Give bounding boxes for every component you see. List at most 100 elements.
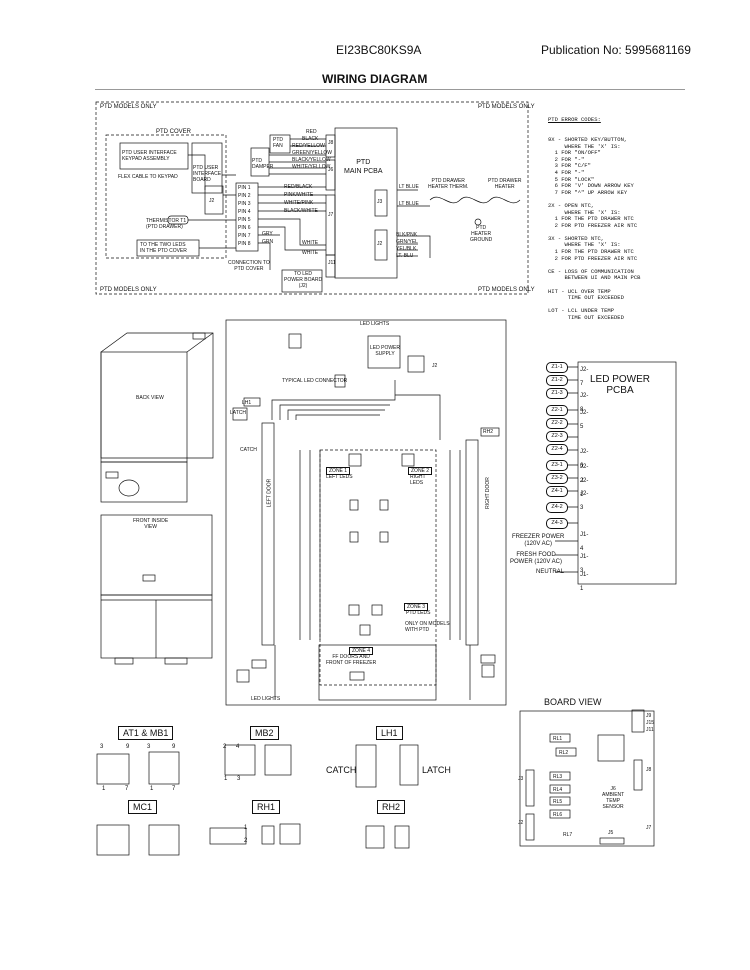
page-title: WIRING DIAGRAM: [322, 72, 428, 86]
ptd-main-pcba-label: PTD MAIN PCBA: [344, 159, 383, 175]
at1-mb1-label: AT1 & MB1: [118, 726, 174, 740]
latch-connector-label: LATCH: [422, 765, 451, 775]
pin-number: 1: [150, 786, 154, 792]
board-view-title: BOARD VIEW: [544, 697, 602, 707]
board-label: J9: [646, 713, 652, 719]
error-code-line: LOT - LCL UNDER TEMP: [548, 307, 615, 315]
typical-connector-label: TYPICAL LED CONNECTOR: [282, 378, 348, 384]
error-code-line: 4 FOR "-": [548, 168, 585, 176]
pin-label: PIN 1: [238, 185, 251, 191]
connector-label: J2: [377, 241, 383, 247]
error-code-line: 5 FOR "LOCK": [548, 175, 595, 183]
pcba-pin: J2-2: [580, 464, 589, 484]
board-label: J15: [646, 720, 655, 726]
connector-label: J11: [328, 260, 336, 266]
wire-color: GRN/YEL: [396, 239, 418, 245]
error-code-line: 3 FOR "C/F": [548, 162, 591, 170]
wire-color: PINK/WHITE: [284, 192, 314, 198]
error-code-line: 7 FOR "^" UP ARROW KEY: [548, 188, 628, 196]
flex-cable-label: FLEX CABLE TO KEYPAD: [118, 174, 178, 180]
wire-color: BLACK/YELLOW: [292, 157, 331, 163]
zone4-label: ZONE 4: [349, 647, 374, 655]
led-lights-bottom-label: LED LIGHTS: [251, 696, 281, 702]
connector-label: J8: [328, 140, 334, 146]
pin-number: 3: [237, 776, 241, 782]
pcba-pin: J1-1: [580, 572, 589, 592]
connector-label: J3: [377, 199, 383, 205]
board-relay: RL4: [553, 787, 563, 793]
connector-label: J6: [328, 167, 334, 173]
pin-number: 4: [236, 744, 240, 750]
mb2-label: MB2: [250, 726, 279, 740]
error-code-line: BETWEEN UI AND MAIN PCB: [548, 274, 641, 282]
j2-label: J2: [432, 363, 438, 369]
wire-color: WHITE: [302, 240, 319, 246]
pcba-pin: J2-1: [580, 478, 589, 498]
pin-number: 3: [100, 744, 104, 750]
pcba-input-oval: Z4-2: [546, 502, 568, 513]
wire-color: GRN: [262, 239, 274, 245]
header-divider: [95, 89, 685, 90]
error-code-line: 1 FOR THE PTD DRAWER NTC: [548, 248, 634, 256]
pcba-input-oval: Z1-2: [546, 375, 568, 386]
fresh-food-power-label: FRESH FOOD POWER (120V AC): [510, 552, 563, 565]
pin-number: 7: [125, 786, 129, 792]
ptd-models-only-bottom-right: PTD MODELS ONLY: [478, 287, 535, 293]
ptd-cover-label: PTD COVER: [156, 129, 192, 135]
error-code-line: 1 FOR "ON/OFF": [548, 149, 601, 157]
drawer-heater-label: PTD DRAWER HEATER: [488, 178, 522, 190]
pcba-input-oval: Z3-1: [546, 460, 568, 471]
pcba-pin: J2-3: [580, 491, 589, 511]
lh1-label: LH1: [242, 400, 252, 406]
heater-ground-label: PTD HEATER GROUND: [470, 225, 493, 243]
board-relay: RL3: [553, 774, 563, 780]
pin-number: 1: [244, 825, 248, 831]
model-number: EI23BC80KS9A: [336, 43, 422, 57]
pcba-pin: J2-7: [580, 367, 589, 387]
board-relay: RL6: [553, 812, 563, 818]
zone3-label: ZONE 3: [404, 603, 429, 611]
error-code-line: 1 FOR THE PTD DRAWER NTC: [548, 215, 634, 223]
pcba-pin: J2-6: [580, 449, 589, 469]
board-relay: RL5: [553, 799, 563, 805]
board-label: J3: [518, 776, 524, 782]
pin-number: 9: [172, 744, 176, 750]
pin-number: 2: [244, 838, 248, 844]
left-door-label: LEFT DOOR: [266, 478, 273, 508]
error-codes-title: PTD ERROR CODES:: [548, 116, 601, 124]
board-top-connectors: J9 J15 J11: [646, 713, 654, 734]
pin-label: PIN 4: [238, 209, 251, 215]
publication-number: Publication No: 5995681169: [541, 43, 691, 57]
latch-label: LATCH: [230, 410, 247, 416]
led-power-board-label: TO LED POWER BOARD (J2): [284, 271, 323, 289]
board-label: J7: [646, 825, 652, 831]
zone1-sub-label: LEFT LEDS: [326, 474, 353, 480]
error-code-line: TIME OUT EXCEEDED: [548, 294, 624, 302]
connector-label: J2: [209, 198, 215, 204]
error-code-line: CE - LOSS OF COMMUNICATION: [548, 267, 634, 275]
ptd-keypad-label: PTD USER INTERFACE KEYPAD ASSEMBLY: [122, 150, 177, 162]
pin-label: PIN 7: [238, 233, 251, 239]
pcba-input-oval: Z2-3: [546, 431, 568, 442]
j3-wire-list: BLK/PNK GRN/YEL YEL/BLK LT. BLU: [396, 232, 418, 260]
ptd-fan-label: PTD FAN: [273, 137, 283, 149]
wire-color: RED: [306, 129, 317, 135]
zone2-sub-label: RIGHT LEDS: [410, 474, 426, 486]
pin-label: PIN 3: [238, 201, 251, 207]
error-code-line: 2 FOR PTD FREEZER AIR NTC: [548, 221, 638, 229]
pin-number: 1: [102, 786, 106, 792]
neutral-label: NEUTRAL: [536, 569, 565, 575]
lt-blue-label-2: LT BLUE: [399, 201, 419, 207]
error-code-line: 6 FOR 'V' DOWN ARROW KEY: [548, 182, 634, 190]
pin-label: PIN 6: [238, 225, 251, 231]
lt-blue-label-1: LT BLUE: [399, 184, 419, 190]
wire-color: WHITE: [302, 250, 319, 256]
connection-label: CONNECTION TO PTD COVER: [228, 260, 270, 272]
wire-color: BLACK/WHITE: [284, 208, 318, 214]
board-relay: RL7: [563, 832, 573, 838]
catch-connector-label: CATCH: [326, 765, 357, 775]
wire-color: WHITE/YELLOW: [292, 164, 331, 170]
error-code-line: 2 FOR PTD FREEZER AIR NTC: [548, 254, 638, 262]
pcba-pin: J1-3: [580, 554, 589, 574]
